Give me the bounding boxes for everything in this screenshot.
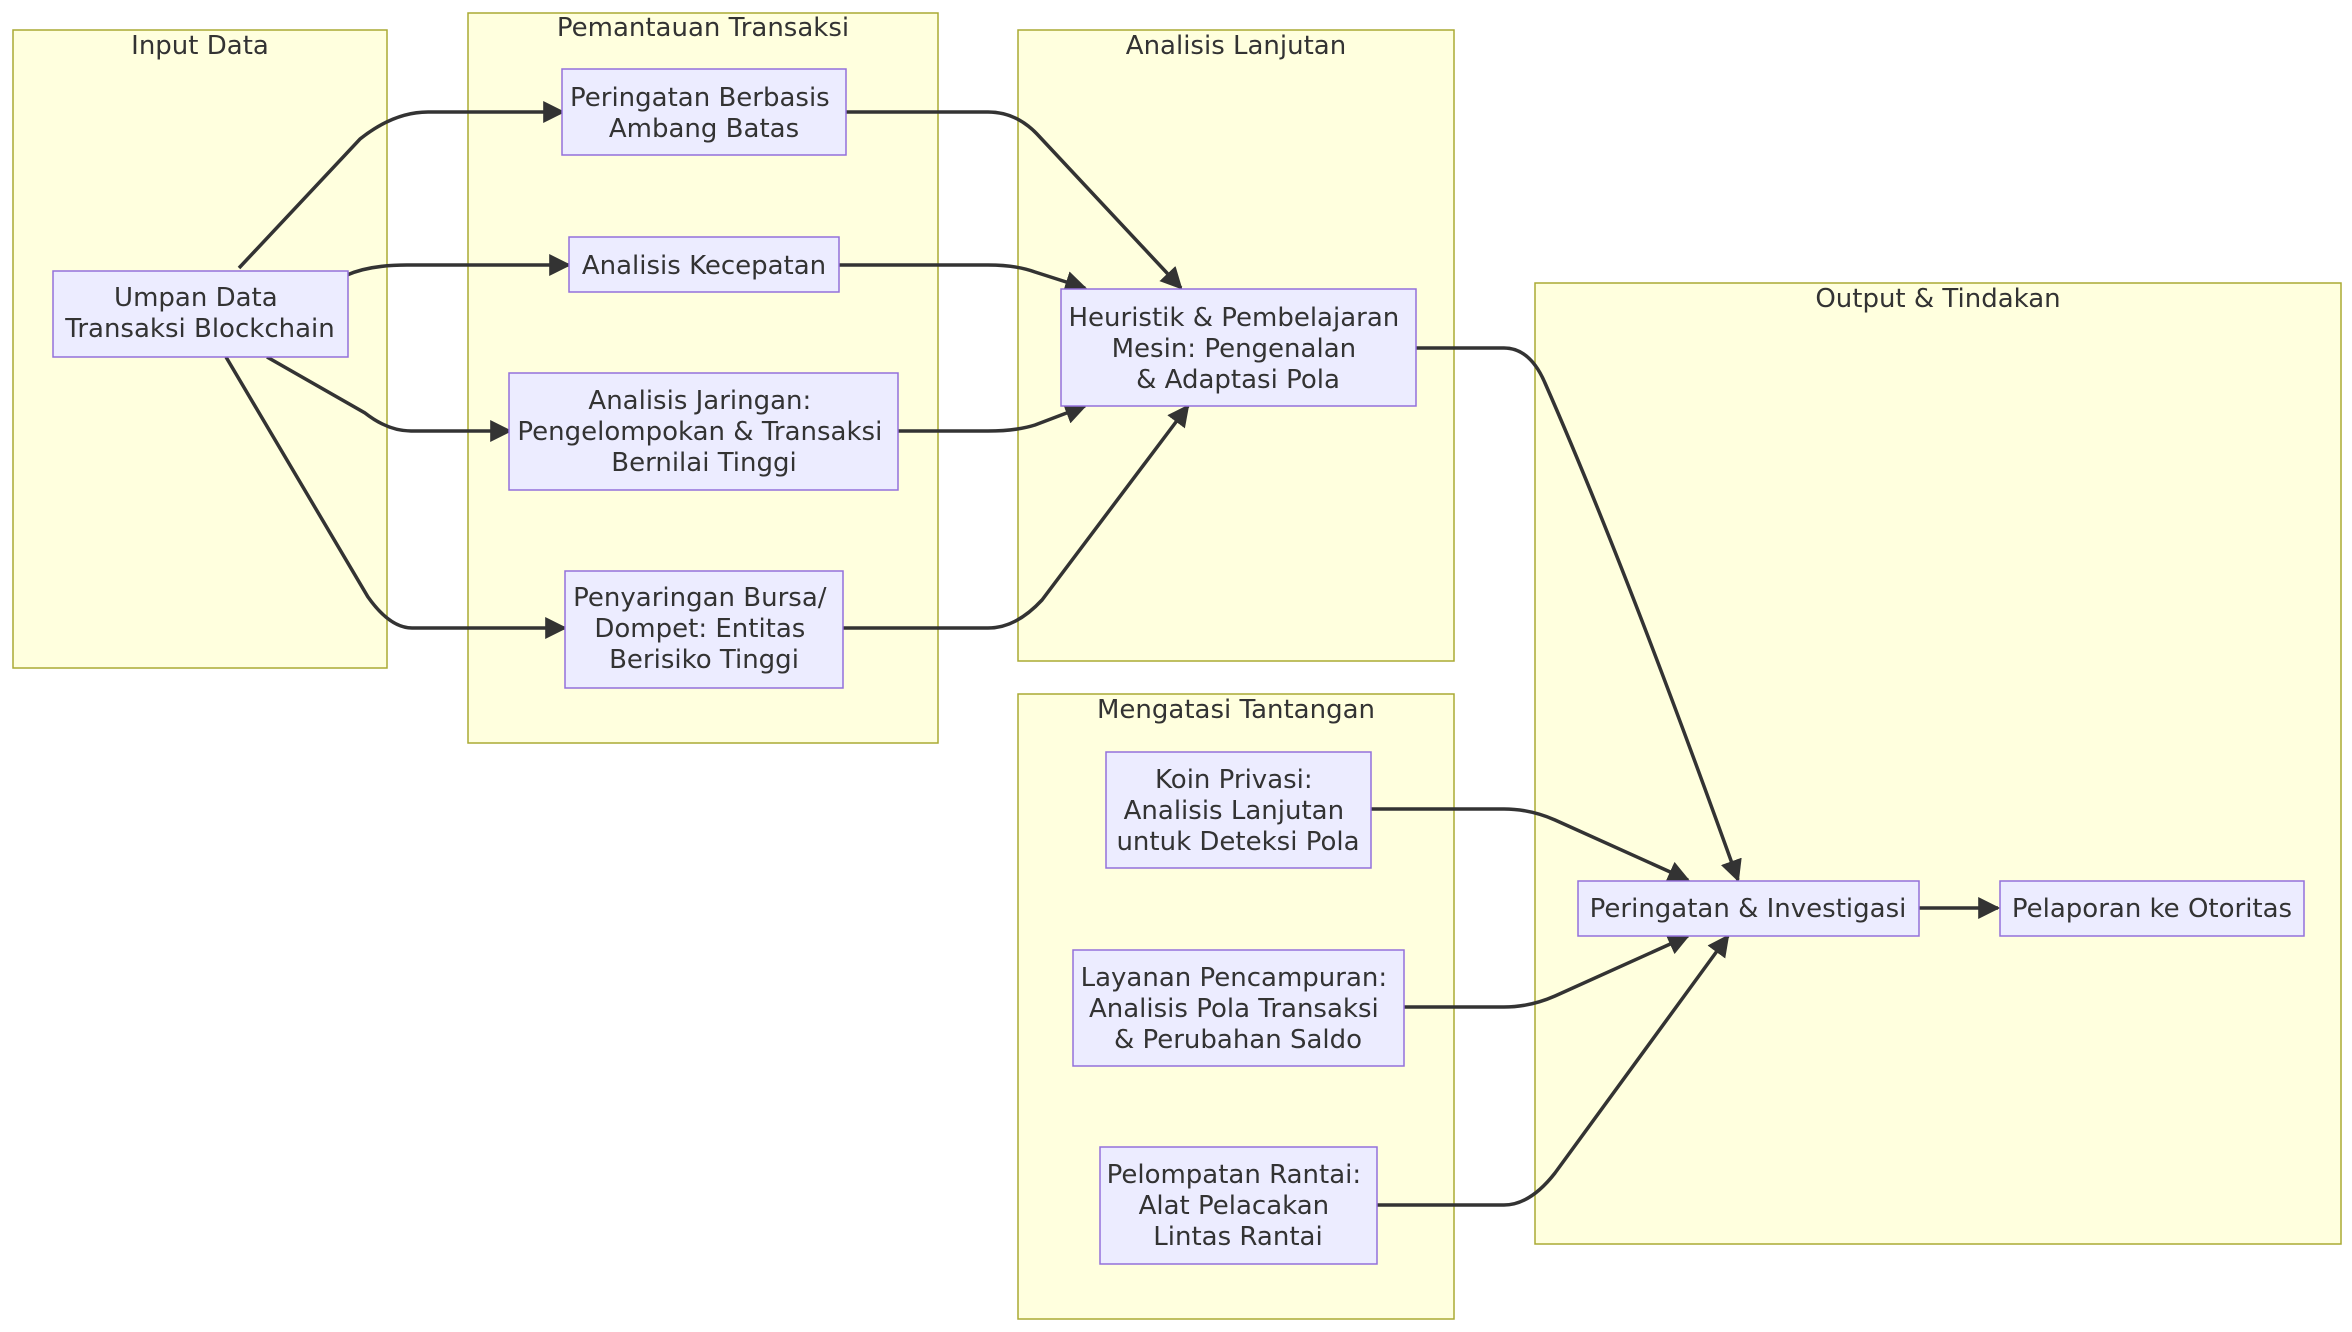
node-label-line: Berisiko Tinggi: [609, 645, 799, 675]
cluster-label: Analisis Lanjutan: [1126, 31, 1346, 61]
edge-privacy-to-alerts: [1370, 807, 1691, 882]
node-mixing-services[interactable]: Layanan Pencampuran: Analisis Pola Trans…: [1072, 949, 1405, 1067]
svg-text:Analisis Jaringan: Penge: Analisis Jaringan: Pengelompokan & Trans…: [517, 386, 890, 478]
node-label-line: Transaksi Blockchain: [64, 314, 334, 344]
svg-text:Umpan Data Transaksi Blo: Umpan Data Transaksi Blockchain: [64, 283, 334, 344]
svg-text:Pelaporan ke Otoritas: Pelaporan ke Otoritas: [2012, 894, 2292, 924]
node-heuristics-machine-learning[interactable]: Heuristik & Pembelajaran Mesin: Pengenal…: [1060, 288, 1417, 407]
cluster-label: Mengatasi Tantangan: [1097, 695, 1375, 725]
node-reporting-to-authorities[interactable]: Pelaporan ke Otoritas: [1999, 880, 2305, 937]
node-label-line: Heuristik & Pembelajaran: [1068, 303, 1399, 333]
edge-feed-to-threshold: [237, 101, 566, 270]
svg-text:Peringatan Berbasis Amba: Peringatan Berbasis Ambang Batas: [570, 83, 838, 144]
node-label-line: Pengelompokan & Transaksi: [517, 417, 882, 447]
svg-text:Layanan Pencampuran: Ana: Layanan Pencampuran: Analisis Pola Trans…: [1081, 963, 1396, 1055]
svg-text:Koin Privasi: Analisis L: Koin Privasi: Analisis Lanjutan untuk De…: [1116, 765, 1359, 857]
edge-chainhop-to-alerts: [1377, 934, 1730, 1207]
node-label-line: Penyaringan Bursa/: [573, 583, 827, 613]
edge-ml-to-alerts: [1416, 346, 1742, 883]
node-label-line: Analisis Pola Transaksi: [1089, 994, 1379, 1024]
node-label-line: Analisis Lanjutan: [1124, 796, 1344, 826]
node-velocity-analysis[interactable]: Analisis Kecepatan: [568, 236, 840, 293]
node-label-line: Peringatan Berbasis: [570, 83, 830, 113]
node-label-line: & Adaptasi Pola: [1136, 365, 1340, 395]
node-label-line: & Perubahan Saldo: [1114, 1025, 1362, 1055]
cluster-output-actions: Output & Tindakan: [1534, 282, 2342, 1245]
node-label-line: Koin Privasi:: [1155, 765, 1313, 795]
node-label-line: Pelaporan ke Otoritas: [2012, 894, 2292, 924]
node-label-line: Ambang Batas: [609, 114, 799, 144]
node-chain-hopping[interactable]: Pelompatan Rantai: Alat Pelacakan Lintas…: [1099, 1146, 1378, 1265]
node-network-analysis[interactable]: Analisis Jaringan: Pengelompokan & Trans…: [508, 372, 899, 491]
node-label-line: Analisis Kecepatan: [582, 251, 826, 281]
edge-feed-to-exchange: [224, 356, 568, 639]
svg-text:Analisis Kecepatan: Analisis Kecepatan: [582, 251, 826, 281]
edge-threshold-to-ml: [845, 110, 1183, 290]
node-label-line: Umpan Data: [114, 283, 278, 313]
edges: [224, 101, 2001, 1207]
svg-text:Pelompatan Rantai: Alat: Pelompatan Rantai: Alat Pelacakan Lintas…: [1107, 1160, 1370, 1252]
node-label-line: Bernilai Tinggi: [611, 448, 796, 478]
node-threshold-alerts[interactable]: Peringatan Berbasis Ambang Batas: [561, 68, 847, 156]
node-label-line: Lintas Rantai: [1153, 1222, 1322, 1252]
cluster-label: Input Data: [131, 31, 269, 61]
node-label-line: Pelompatan Rantai:: [1107, 1160, 1362, 1190]
node-label-line: Mesin: Pengenalan: [1112, 334, 1356, 364]
edge-mixing-to-alerts: [1404, 934, 1691, 1009]
cluster-label: Output & Tindakan: [1815, 284, 2060, 314]
svg-text:Penyaringan Bursa/ Dompe: Penyaringan Bursa/ Dompet: Entitas Beris…: [573, 583, 835, 675]
node-label-line: Peringatan & Investigasi: [1590, 894, 1907, 924]
svg-text:Peringatan & Investigasi: Peringatan & Investigasi: [1590, 894, 1907, 924]
node-blockchain-data-feed[interactable]: Umpan Data Transaksi Blockchain: [52, 270, 349, 358]
node-label-line: Alat Pelacakan: [1139, 1191, 1330, 1221]
edge-exchange-to-ml: [842, 404, 1190, 630]
node-alerts-investigation[interactable]: Peringatan & Investigasi: [1577, 880, 1920, 937]
edge-network-to-ml: [898, 402, 1088, 433]
node-label-line: Layanan Pencampuran:: [1081, 963, 1388, 993]
svg-text:Heuristik & Pembelajaran: Heuristik & Pembelajaran Mesin: Pengenal…: [1068, 303, 1407, 395]
edge-feed-to-network: [266, 355, 513, 442]
cluster-label: Pemantauan Transaksi: [557, 13, 849, 43]
node-exchange-wallet-screening[interactable]: Penyaringan Bursa/ Dompet: Entitas Beris…: [564, 570, 844, 689]
node-privacy-coins[interactable]: Koin Privasi: Analisis Lanjutan untuk De…: [1105, 751, 1372, 869]
node-label-line: untuk Deteksi Pola: [1116, 827, 1359, 857]
edge-velocity-to-ml: [839, 263, 1088, 293]
node-label-line: Dompet: Entitas: [594, 614, 805, 644]
node-label-line: Analisis Jaringan:: [588, 386, 811, 416]
edge-feed-to-velocity: [346, 254, 572, 277]
